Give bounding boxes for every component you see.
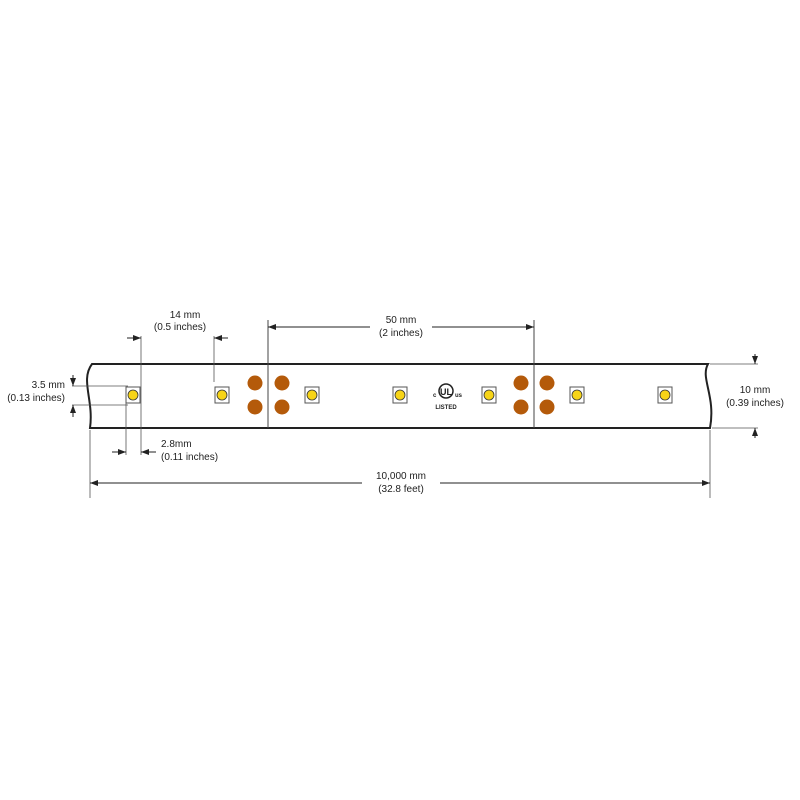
svg-text:UL: UL [440, 387, 452, 397]
solder-pad [513, 375, 529, 391]
solder-pad [513, 399, 529, 415]
led-chip [214, 386, 230, 404]
svg-text:14 mm: 14 mm [170, 310, 201, 321]
solder-pad [539, 399, 555, 415]
ul-listed-logo: c UL us LISTED [433, 383, 463, 411]
led-chip [392, 386, 408, 404]
svg-text:(2 inches): (2 inches) [379, 328, 423, 339]
svg-text:(0.5 inches): (0.5 inches) [154, 322, 206, 333]
svg-text:(0.13 inches): (0.13 inches) [7, 393, 65, 404]
led-chip [304, 386, 320, 404]
svg-text:10 mm: 10 mm [740, 385, 771, 396]
led-chip [657, 386, 673, 404]
svg-text:2.8mm: 2.8mm [161, 439, 192, 450]
svg-text:(32.8 feet): (32.8 feet) [378, 484, 424, 495]
led-chip [481, 386, 497, 404]
svg-text:(0.39 inches): (0.39 inches) [726, 398, 784, 409]
led-width-dimension: 2.8mm (0.11 inches) [112, 402, 218, 463]
svg-text:us: us [455, 393, 463, 399]
strip-width-dimension: 10 mm (0.39 inches) [710, 354, 784, 438]
svg-text:(0.11 inches): (0.11 inches) [161, 452, 218, 463]
led-chip [125, 386, 141, 404]
svg-text:3.5 mm: 3.5 mm [32, 380, 65, 391]
solder-pad [539, 375, 555, 391]
svg-text:c: c [433, 393, 437, 399]
strip-length-dimension: 10,000 mm (32.8 feet) [89, 430, 711, 498]
cut-interval-dimension: 50 mm (2 inches) [268, 315, 534, 339]
solder-pad [247, 399, 263, 415]
solder-pad [247, 375, 263, 391]
solder-pad [274, 375, 290, 391]
svg-text:LISTED: LISTED [435, 405, 457, 411]
led-height-dimension: 3.5 mm (0.13 inches) [7, 375, 128, 417]
svg-text:10,000 mm: 10,000 mm [376, 471, 426, 482]
led-chip [569, 386, 585, 404]
led-pitch-dimension: 14 mm (0.5 inches) [127, 310, 228, 455]
solder-pad [274, 399, 290, 415]
svg-text:50 mm: 50 mm [386, 315, 417, 326]
